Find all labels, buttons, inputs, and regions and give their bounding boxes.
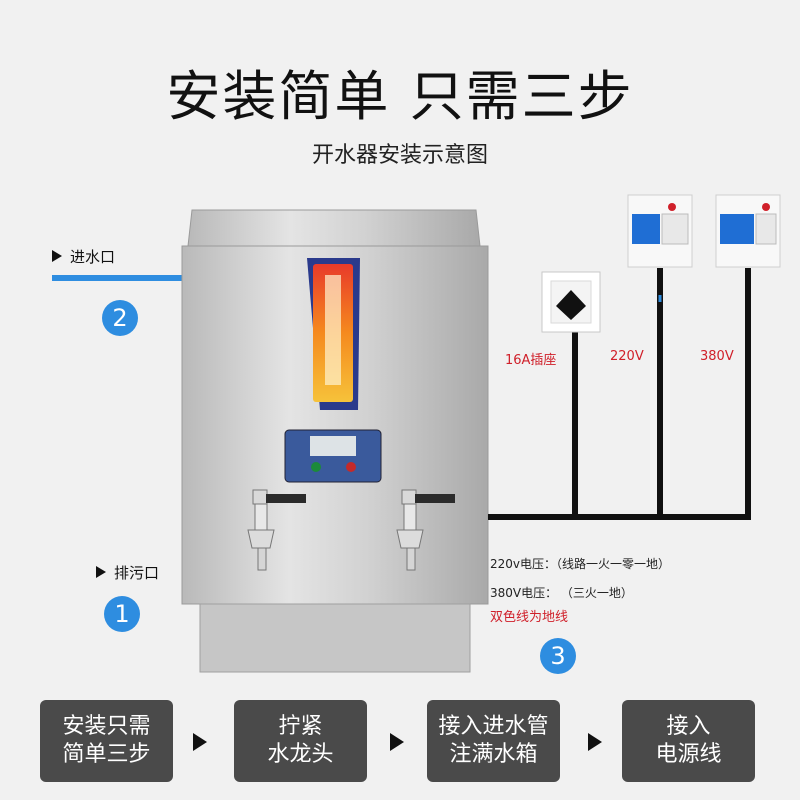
boiler-base [199,603,471,673]
step-3-line2: 注满水箱 [449,742,538,767]
inlet-arrow-icon [52,250,62,262]
step-2-line2: 水龙头 [267,742,334,767]
step-arrow-icon [390,733,404,751]
step-3-line1: 接入进水管 [438,714,549,739]
water-inlet-pipe [52,275,182,281]
power-cables [488,268,751,520]
step-arrow-icon [193,733,207,751]
step-marker-3: 3 [540,638,576,674]
step-1-line1: 安装只需 [62,714,151,739]
step-4-line2: 电源线 [655,742,722,767]
step-1-line2: 简单三步 [62,742,151,767]
left-faucet [247,489,306,571]
step-2-line1: 拧紧 [278,714,323,739]
step-box-3: 接入进水管 注满水箱 [427,700,560,782]
right-faucet [396,489,455,571]
inlet-label: 进水口 [70,248,116,266]
step-marker-1: 1 [104,596,140,632]
note-220v: 220v电压：（线路一火一零一地） [490,557,671,571]
step-box-1: 安装只需 简单三步 [40,700,173,782]
step-marker-2: 2 [102,300,138,336]
page-subtitle: 开水器安装示意图 [311,143,488,168]
step-box-2: 拧紧 水龙头 [234,700,367,782]
breaker-220v [627,194,693,268]
boiler-lid [187,209,481,247]
step-box-4: 接入 电源线 [622,700,755,782]
breaker-380v [715,194,781,268]
voltage-380-label: 380V [700,349,734,364]
note-380v: 380V电压： （三火一地） [490,586,633,600]
wall-socket [541,271,601,333]
step-arrow-icon [588,733,602,751]
note-ground: 双色线为地线 [490,610,569,625]
socket-label: 16A插座 [505,353,557,368]
page-title: 安装简单 只需三步 [166,65,634,128]
voltage-220-label: 220V [610,349,644,364]
drain-label: 排污口 [114,564,160,582]
step-4-line1: 接入 [666,714,711,739]
drain-arrow-icon [96,566,106,578]
